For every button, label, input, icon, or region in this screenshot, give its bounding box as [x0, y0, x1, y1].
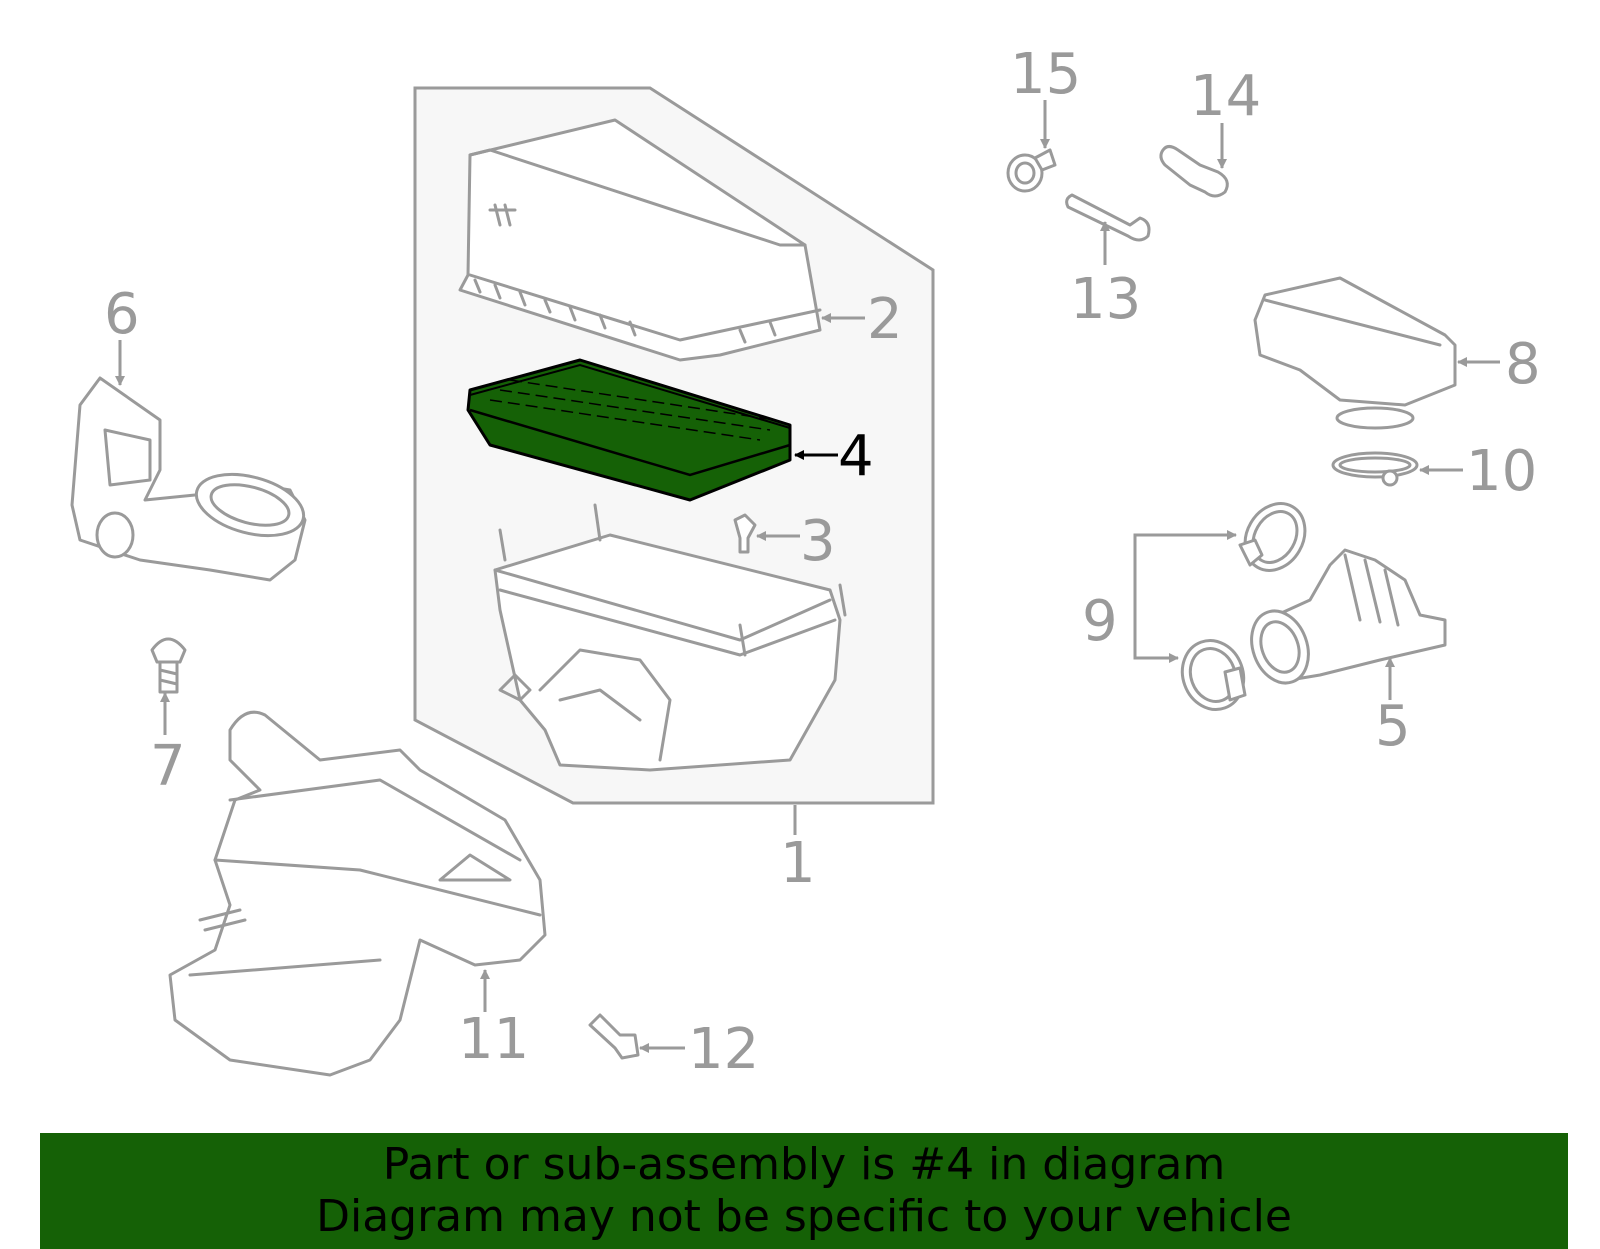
part-8-cover[interactable] — [1253, 276, 1457, 430]
part-4-air-filter[interactable] — [466, 358, 792, 502]
callout-labels: 1 2 3 4 5 6 7 8 9 10 11 12 13 14 15 — [104, 42, 1541, 1082]
info-banner: Part or sub-assembly is #4 in diagram Di… — [40, 1133, 1568, 1249]
part-1-air-cleaner-case[interactable] — [493, 503, 847, 772]
callout-3: 3 — [800, 509, 836, 574]
part-2-air-cleaner-cover[interactable] — [458, 118, 822, 362]
banner-line-part-number: Part or sub-assembly is #4 in diagram — [382, 1139, 1226, 1190]
callout-6: 6 — [104, 282, 140, 347]
part-3-clip[interactable] — [733, 513, 757, 554]
callout-7: 7 — [150, 734, 186, 799]
part-6-intake-duct[interactable] — [70, 376, 310, 582]
part-15-clip[interactable] — [1006, 148, 1057, 193]
leader-lines — [115, 100, 1500, 1053]
callout-2: 2 — [867, 287, 903, 352]
part-9-clamps[interactable] — [1173, 493, 1317, 718]
callout-8: 8 — [1505, 332, 1541, 397]
part-11-resonator[interactable] — [168, 710, 547, 1077]
banner-line-disclaimer: Diagram may not be specific to your vehi… — [316, 1191, 1292, 1242]
callout-9: 9 — [1082, 589, 1118, 654]
callout-11: 11 — [458, 1007, 529, 1072]
callout-5: 5 — [1375, 694, 1411, 759]
part-5-intake-hose[interactable] — [1242, 548, 1447, 691]
part-14-sensor[interactable] — [1159, 145, 1229, 198]
part-13-bolt[interactable] — [1065, 193, 1151, 242]
callout-15: 15 — [1010, 42, 1081, 107]
callout-10: 10 — [1466, 439, 1537, 504]
part-12-bolt[interactable] — [588, 1013, 640, 1060]
callout-12: 12 — [688, 1017, 759, 1082]
part-10-clamp[interactable] — [1331, 451, 1419, 487]
callout-14: 14 — [1190, 64, 1261, 129]
callout-4: 4 — [838, 424, 874, 489]
callout-13: 13 — [1070, 267, 1141, 332]
part-7-bolt[interactable] — [150, 637, 187, 694]
callout-1: 1 — [780, 831, 816, 896]
